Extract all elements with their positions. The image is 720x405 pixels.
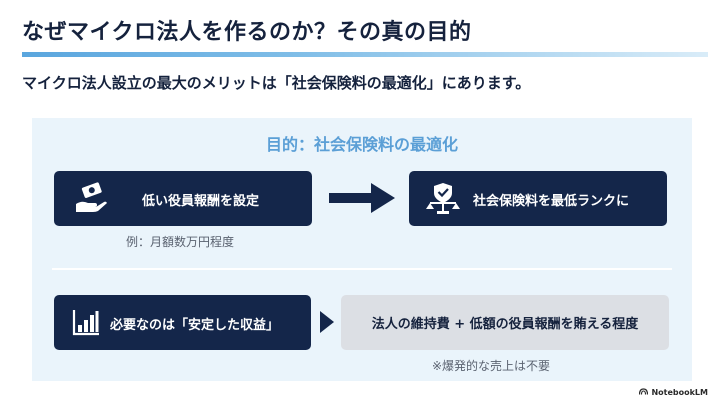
slide-subtitle: マイクロ法人設立の最大のメリットは「社会保険料の最適化」にあります。	[22, 74, 531, 92]
min-insurance-box: 社会保険料を最低ランクに	[409, 171, 667, 226]
sales-note: ※爆発的な売上は不要	[432, 359, 551, 373]
title-underline	[22, 52, 708, 57]
shield-scale-icon	[425, 181, 461, 215]
content-panel: 目的：社会保険料の最適化 低い役員報酬を設定	[32, 118, 692, 381]
slide-title: なぜマイクロ法人を作るのか？その真の目的	[22, 20, 472, 45]
bar-chart-icon	[72, 308, 100, 336]
stable-revenue-label: 必要なのは「安定した収益」	[110, 318, 280, 333]
goal-heading: 目的：社会保険料の最適化	[265, 135, 458, 154]
cost-coverage-box: 法人の維持費 + 低額の役員報酬を賄える程度	[341, 295, 669, 350]
money-hand-icon	[74, 182, 108, 214]
notebook-logo-icon	[639, 388, 649, 397]
section-divider	[52, 268, 672, 270]
stable-revenue-box: 必要なのは「安定した収益」	[54, 295, 311, 350]
low-salary-label: 低い役員報酬を設定	[142, 194, 260, 209]
low-salary-box: 低い役員報酬を設定	[54, 171, 312, 226]
arrow-right-icon	[329, 183, 395, 217]
salary-example-note: 例：月額数万円程度	[126, 235, 235, 249]
brand-mark: NotebookLM	[639, 388, 708, 397]
brand-label: NotebookLM	[651, 388, 708, 397]
min-insurance-label: 社会保険料を最低ランクに	[473, 194, 630, 209]
chevron-right-icon	[320, 311, 334, 337]
